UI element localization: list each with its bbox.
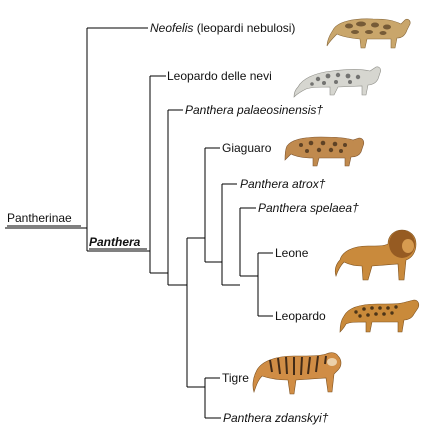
- lion-image: [334, 229, 417, 281]
- label-neofelis: Neofelis (leopardi nebulosi): [150, 21, 295, 35]
- label-pantherinae: Pantherinae: [7, 211, 72, 225]
- label-jaguar: Giaguaro: [222, 141, 272, 155]
- cladogram-branches: [5, 27, 273, 419]
- jaguar-image: [284, 136, 365, 167]
- label-snow-leopard: Leopardo delle nevi: [167, 69, 272, 83]
- clouded-leopard-image: [326, 18, 411, 49]
- label-atrox: Panthera atrox†: [240, 177, 326, 191]
- label-spelaea: Panthera spelaea†: [258, 201, 359, 215]
- label-leopard: Leopardo: [275, 309, 326, 323]
- label-tiger: Tigre: [222, 371, 249, 385]
- label-zdanskyi: Panthera zdanskyi†: [223, 411, 329, 425]
- label-neofelis-common: (leopardi nebulosi): [193, 21, 295, 35]
- leopard-image: [339, 299, 420, 333]
- tiger-image: [252, 352, 342, 395]
- cladogram-labels: Pantherinae Panthera Neofelis (leopardi …: [7, 21, 359, 425]
- label-palaeosinensis: Panthera palaeosinensis†: [185, 103, 323, 117]
- label-lion: Leone: [275, 246, 309, 260]
- label-neofelis-genus: Neofelis: [150, 21, 193, 35]
- label-panthera: Panthera: [89, 235, 141, 249]
- snow-leopard-image: [293, 66, 381, 98]
